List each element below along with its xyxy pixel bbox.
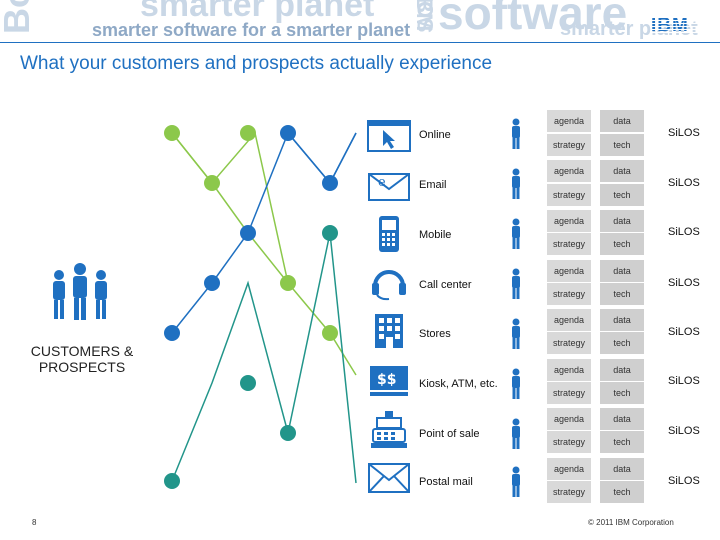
journey-node: [322, 325, 338, 341]
postal-envelope-icon: [367, 462, 411, 498]
journey-node: [322, 225, 338, 241]
agenda-cell: agenda: [547, 309, 591, 331]
email-envelope-icon: e: [367, 170, 411, 206]
person-icon: [512, 118, 520, 149]
atm-cash-icon: $$: [367, 364, 411, 400]
silos-label: SiLOS: [668, 375, 700, 387]
silos-label: SiLOS: [668, 277, 700, 289]
watermark-word: smarter planet: [140, 0, 375, 24]
data-cell: data: [600, 359, 644, 381]
data-cell: data: [600, 309, 644, 331]
tagline: smarter software for a smarter planet: [92, 20, 411, 40]
headset-icon: [367, 266, 411, 302]
data-cell: data: [600, 210, 644, 232]
cash-register-icon: [367, 410, 411, 448]
svg-text:e: e: [378, 175, 386, 190]
channel-name-email: Email: [419, 179, 447, 191]
journey-node: [322, 175, 338, 191]
header-rule: [0, 42, 720, 43]
journey-path-teal: [171, 232, 357, 484]
strategy-cell: strategy: [547, 431, 591, 453]
slide-title: What your customers and prospects actual…: [20, 53, 493, 74]
group-of-people-icon: [53, 263, 107, 320]
journey-node: [280, 425, 296, 441]
agenda-cell: agenda: [547, 260, 591, 282]
agenda-cell: agenda: [547, 160, 591, 182]
channel-name-point-of-sale: Point of sale: [419, 428, 480, 440]
strategy-cell: strategy: [547, 184, 591, 206]
channel-name-postal-mail: Postal mail: [419, 476, 473, 488]
strategy-cell: strategy: [547, 134, 591, 156]
browser-cursor-icon: [367, 120, 411, 156]
page-number: 8: [32, 518, 37, 527]
silos-label: SiLOS: [668, 226, 700, 238]
person-icon: [512, 168, 520, 199]
customers-label-line2: PROSPECTS: [38, 359, 126, 375]
journey-path-green: [171, 131, 357, 376]
strategy-cell: strategy: [547, 233, 591, 255]
strategy-cell: strategy: [547, 481, 591, 503]
person-icon: [512, 466, 520, 497]
tech-cell: tech: [600, 233, 644, 255]
tech-cell: tech: [600, 184, 644, 206]
mobile-phone-icon: [367, 214, 411, 252]
silos-label: SiLOS: [668, 177, 700, 189]
channel-name-kiosk: Kiosk, ATM, etc.: [419, 378, 498, 390]
person-icon: [512, 368, 520, 399]
person-icon: [512, 268, 520, 299]
copyright-notice: © 2011 IBM Corporation: [588, 518, 674, 527]
journey-node: [240, 125, 256, 141]
person-icon: [512, 218, 520, 249]
customers-label-line1: CUSTOMERS &: [30, 343, 134, 359]
strategy-cell: strategy: [547, 382, 591, 404]
journey-node: [204, 275, 220, 291]
header-banner: Bo smarter planet SOA IBM software smart…: [0, 0, 720, 42]
journey-node: [204, 175, 220, 191]
journey-node: [164, 473, 180, 489]
data-cell: data: [600, 160, 644, 182]
store-building-icon: [367, 312, 411, 348]
tech-cell: tech: [600, 283, 644, 305]
person-icon: [512, 318, 520, 349]
tech-cell: tech: [600, 134, 644, 156]
tech-cell: tech: [600, 382, 644, 404]
tech-cell: tech: [600, 481, 644, 503]
tech-cell: tech: [600, 332, 644, 354]
channel-name-mobile: Mobile: [419, 229, 452, 241]
watermark-word: software: [438, 0, 628, 39]
channel-name-online: Online: [419, 129, 451, 141]
journey-node: [164, 125, 180, 141]
customers-label: CUSTOMERS & PROSPECTS: [18, 343, 146, 375]
agenda-cell: agenda: [547, 408, 591, 430]
silos-label: SiLOS: [668, 425, 700, 437]
journey-node: [280, 125, 296, 141]
tech-cell: tech: [600, 431, 644, 453]
journey-node: [280, 275, 296, 291]
data-cell: data: [600, 260, 644, 282]
channel-name-call-center: Call center: [419, 279, 472, 291]
strategy-cell: strategy: [547, 332, 591, 354]
silos-label: SiLOS: [668, 475, 700, 487]
agenda-cell: agenda: [547, 210, 591, 232]
journey-node: [164, 325, 180, 341]
agenda-cell: agenda: [547, 359, 591, 381]
person-icon: [512, 418, 520, 449]
customers-group: [30, 262, 130, 329]
journey-node: [240, 375, 256, 391]
silos-label: SiLOS: [668, 326, 700, 338]
svg-text:$$: $$: [377, 372, 396, 388]
journey-node: [240, 225, 256, 241]
agenda-cell: agenda: [547, 458, 591, 480]
channel-name-stores: Stores: [419, 328, 451, 340]
strategy-cell: strategy: [547, 283, 591, 305]
silos-label: SiLOS: [668, 127, 700, 139]
agenda-cell: agenda: [547, 110, 591, 132]
data-cell: data: [600, 408, 644, 430]
data-cell: data: [600, 458, 644, 480]
data-cell: data: [600, 110, 644, 132]
